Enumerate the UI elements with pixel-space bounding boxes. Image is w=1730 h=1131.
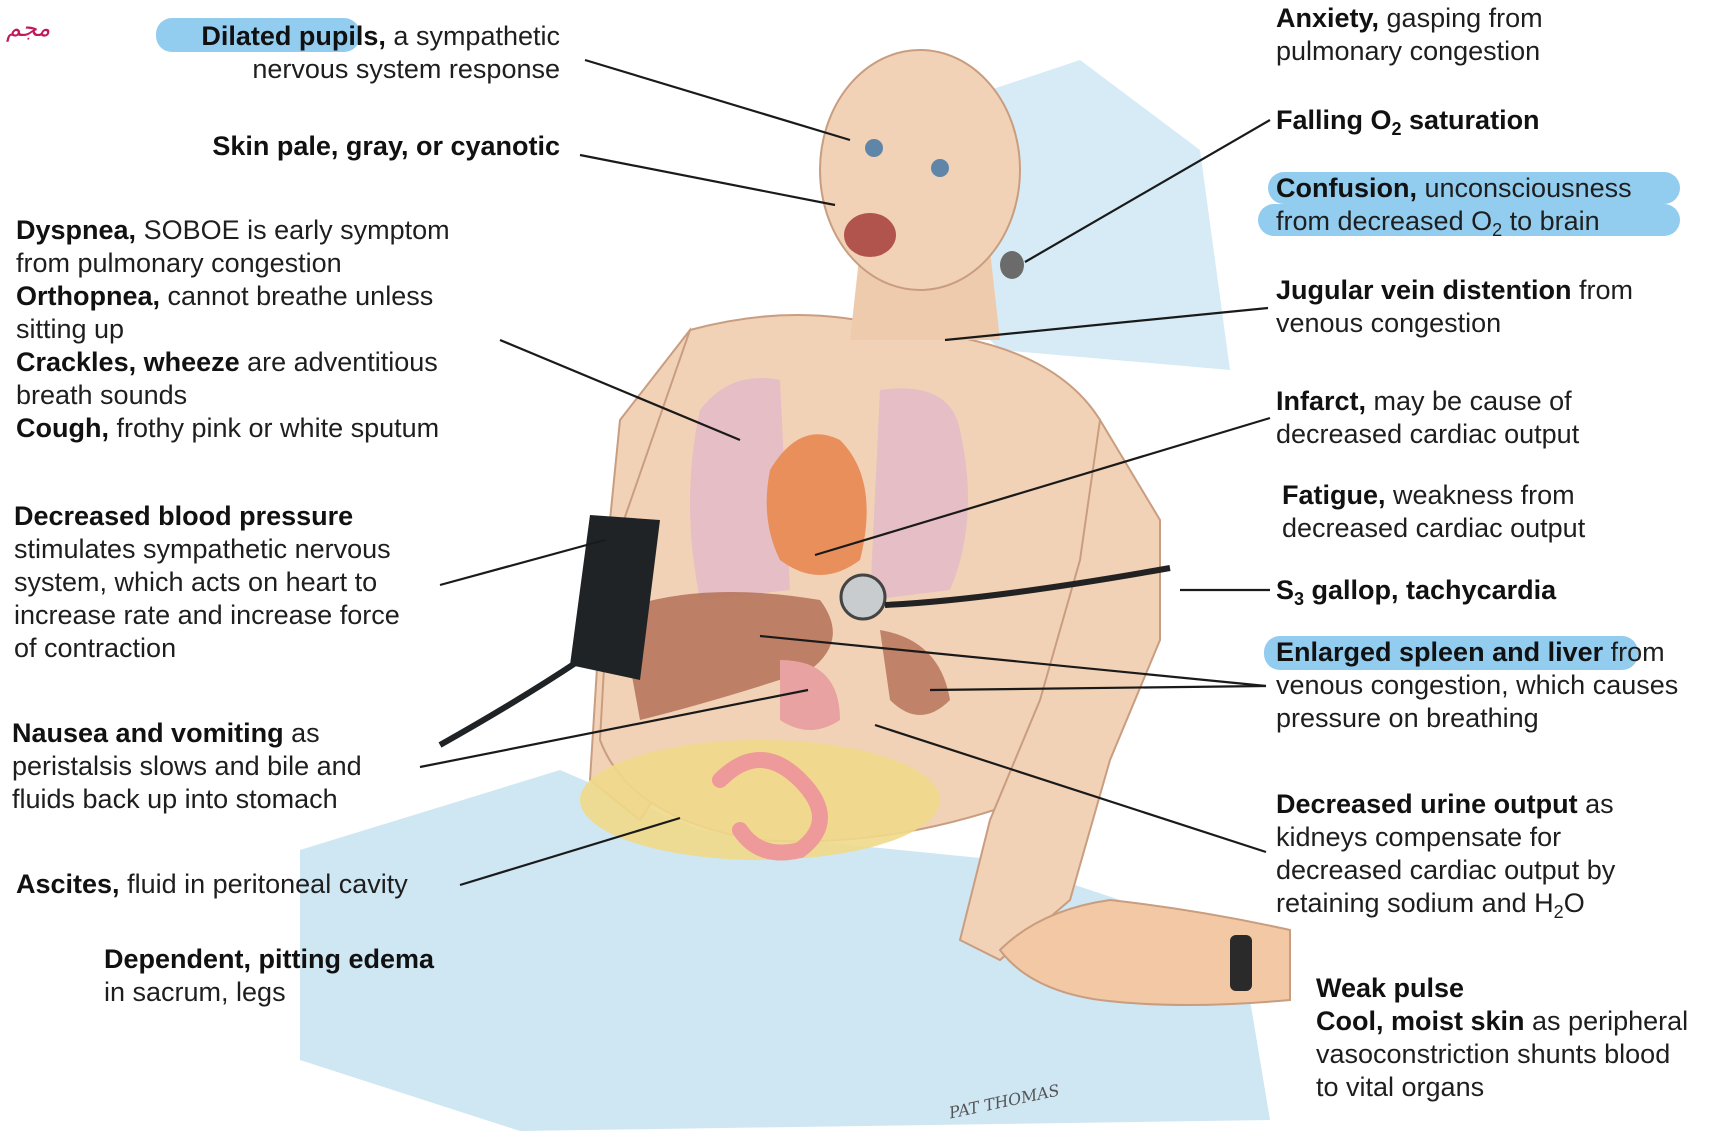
- head: [820, 50, 1020, 290]
- label-dyspnea-group: Dyspnea, SOBOE is early symptom from pul…: [16, 214, 536, 445]
- ear: [1000, 251, 1024, 279]
- label-skin-pale: Skin pale, gray, or cyanotic: [150, 130, 560, 163]
- label-decreased-bp: Decreased blood pressure stimulates symp…: [14, 500, 454, 665]
- label-edema: Dependent, pitting edema in sacrum, legs: [104, 943, 524, 1009]
- wristwatch: [1230, 935, 1252, 991]
- label-nausea: Nausea and vomiting as peristalsis slows…: [12, 717, 432, 816]
- cuff-tube: [440, 660, 580, 745]
- label-weak-pulse-cool-skin: Weak pulse Cool, moist skin as periphera…: [1316, 972, 1726, 1104]
- label-anxiety: Anxiety, gasping from pulmonary congesti…: [1276, 2, 1716, 68]
- label-jugular: Jugular vein distention from venous cong…: [1276, 274, 1716, 340]
- open-mouth: [844, 213, 896, 257]
- corner-handwritten-mark: مجم: [6, 14, 50, 42]
- stethoscope: [841, 575, 885, 619]
- right-lung: [870, 388, 968, 600]
- right-eye: [931, 159, 949, 177]
- label-infarct: Infarct, may be cause of decreased cardi…: [1276, 385, 1716, 451]
- label-falling-o2: Falling O2 saturation: [1276, 104, 1716, 146]
- label-dilated-pupils: Dilated pupils, a sympathetic nervous sy…: [150, 20, 560, 86]
- label-ascites: Ascites, fluid in peritoneal cavity: [16, 868, 476, 901]
- label-s3-gallop: S3 gallop, tachycardia: [1276, 574, 1716, 616]
- label-enlarged-spleen: Enlarged spleen and liver from venous co…: [1276, 636, 1726, 735]
- label-decreased-urine: Decreased urine output as kidneys compen…: [1276, 788, 1726, 929]
- label-fatigue: Fatigue, weakness from decreased cardiac…: [1282, 479, 1722, 545]
- left-eye: [865, 139, 883, 157]
- label-confusion: Confusion, unconsciousness from decrease…: [1276, 172, 1716, 247]
